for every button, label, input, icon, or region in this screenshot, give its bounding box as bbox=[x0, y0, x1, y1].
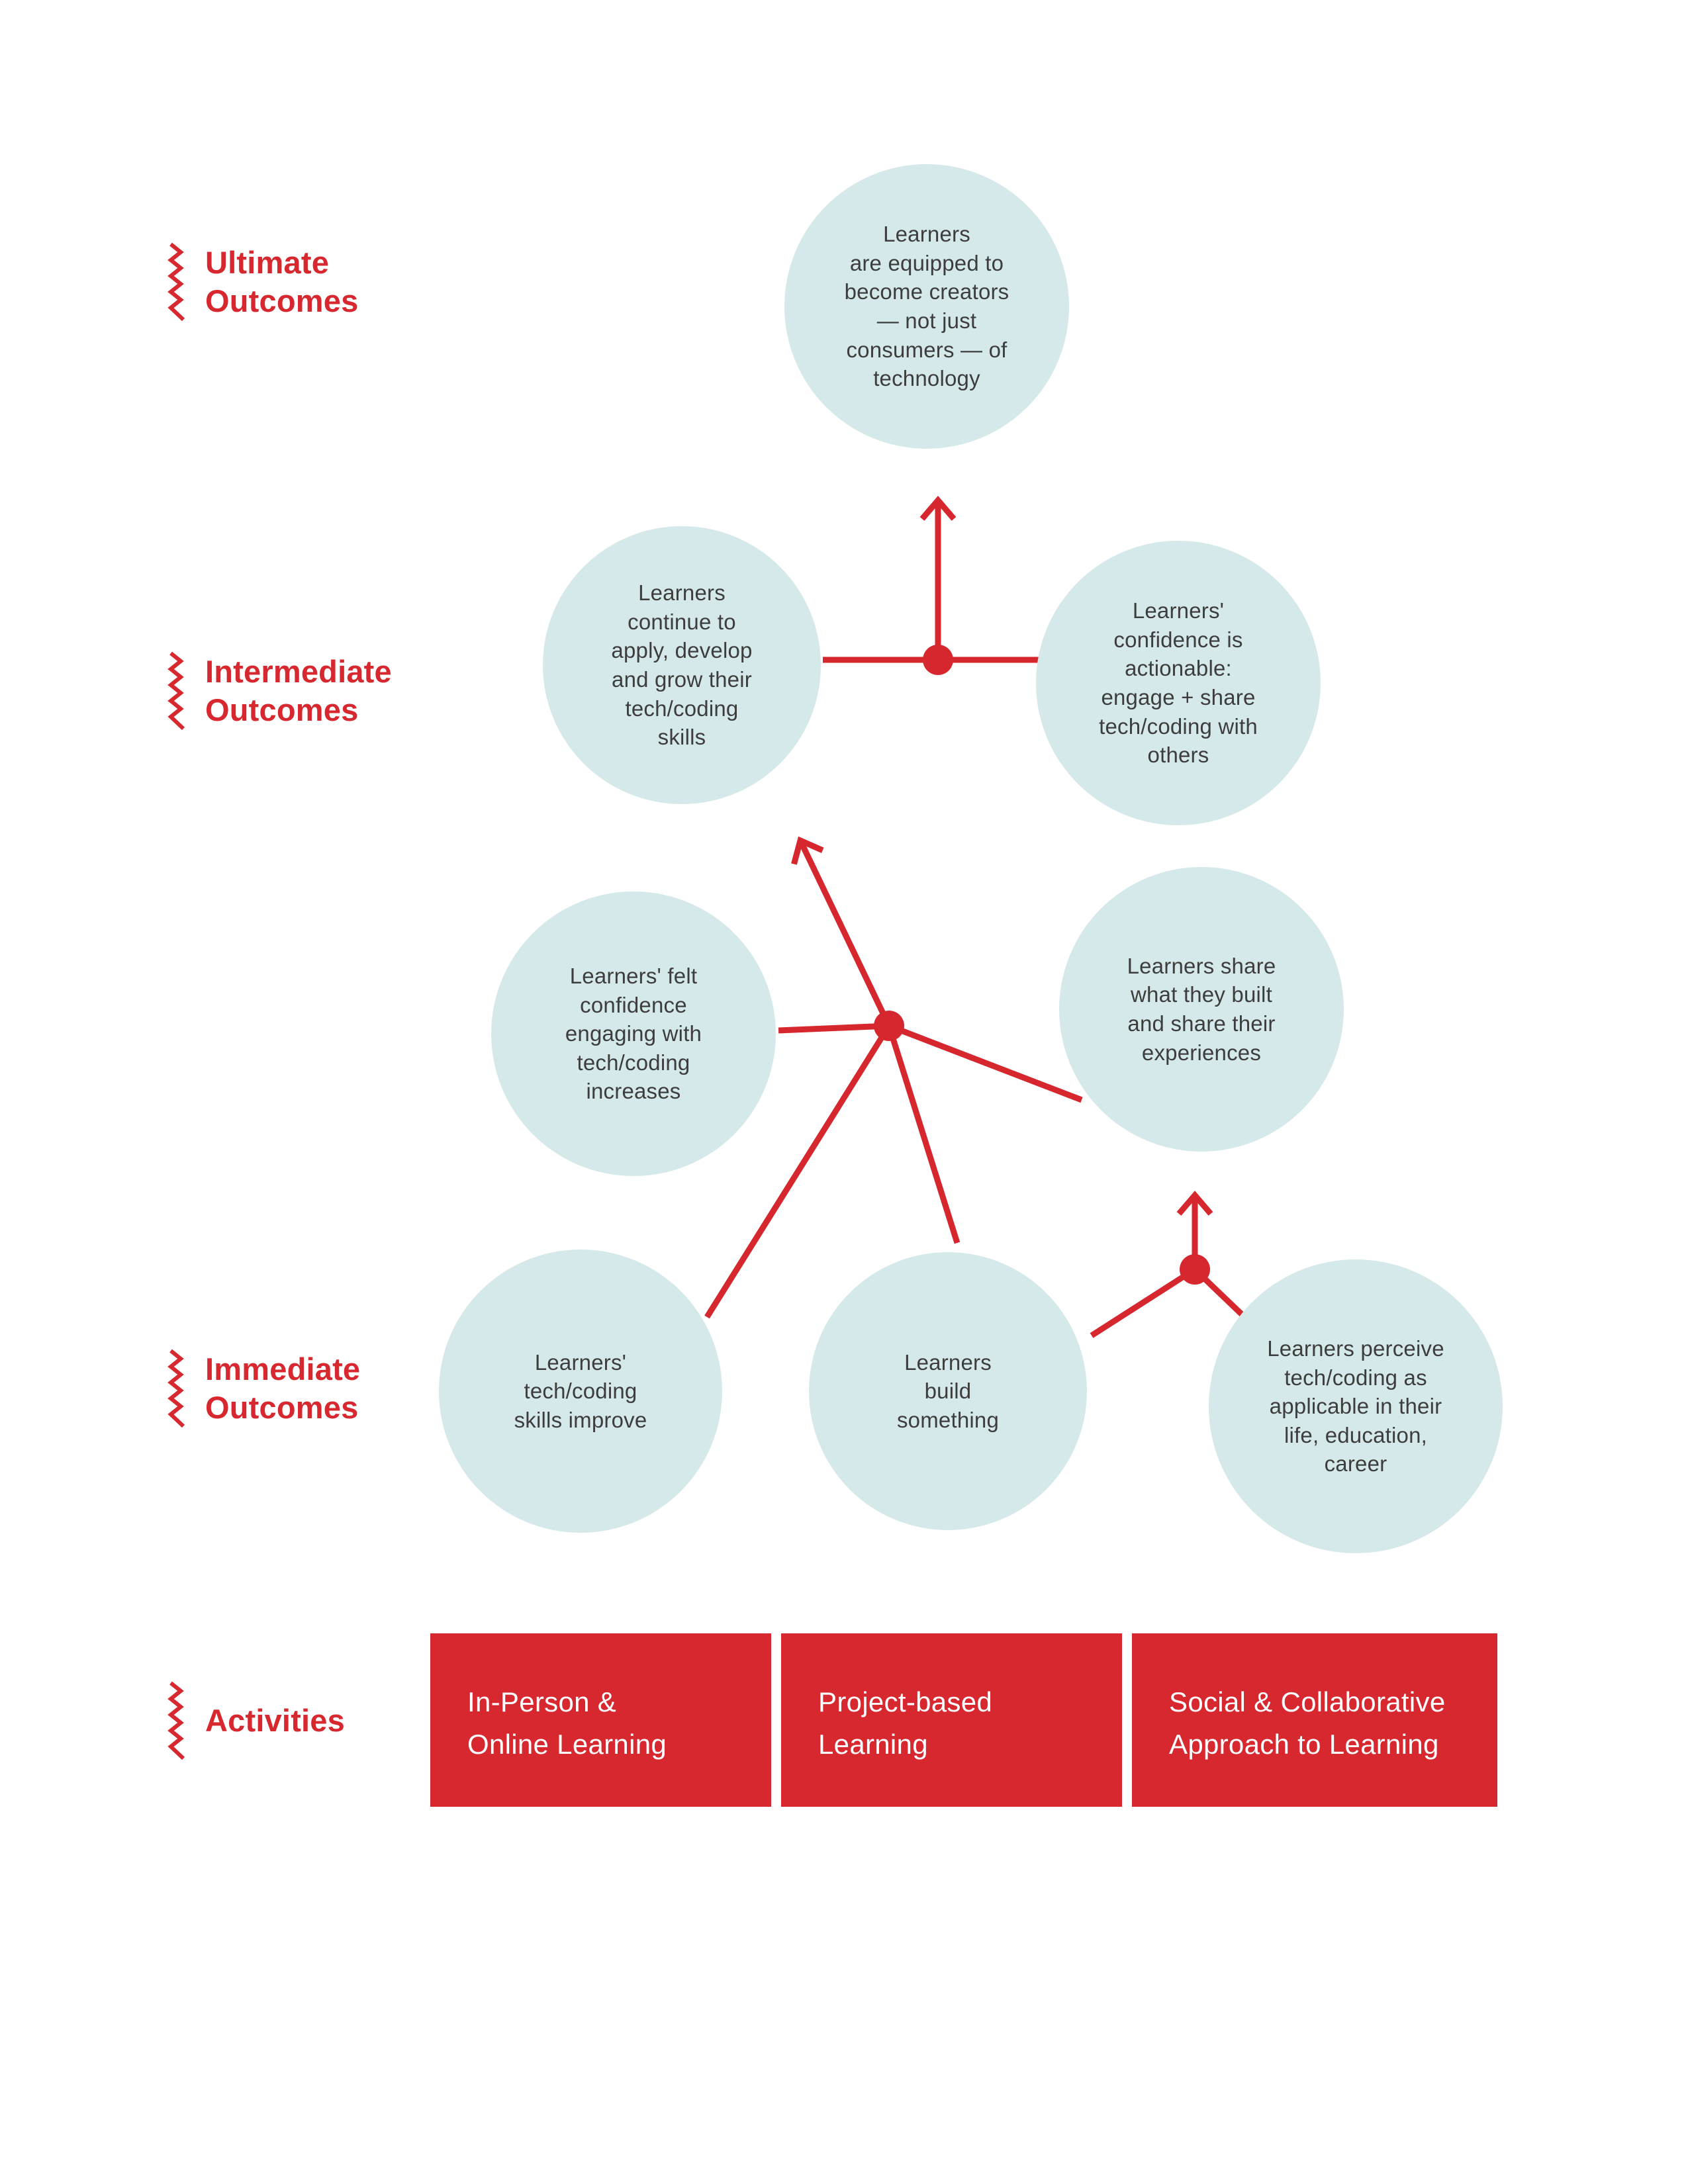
circle-confidence-actionable: Learners' confidence is actionable: enga… bbox=[1036, 541, 1321, 825]
junction-dot-intermediate bbox=[923, 645, 953, 675]
row-label-immediate-outcomes: Immediate Outcomes bbox=[165, 1349, 360, 1428]
circle-perceive-applicable: Learners perceive tech/coding as applica… bbox=[1209, 1259, 1503, 1553]
link-build-something bbox=[886, 1024, 961, 1244]
link-build-to-junction bbox=[1090, 1267, 1197, 1338]
row-label-intermediate-outcomes: Intermediate Outcomes bbox=[165, 651, 392, 731]
circle-share-built: Learners share what they built and share… bbox=[1059, 867, 1344, 1152]
link-felt-confidence bbox=[778, 1023, 890, 1034]
arrow-immediate-to-continue bbox=[791, 836, 892, 1027]
circle-felt-confidence: Learners' felt confidence engaging with … bbox=[491, 891, 776, 1176]
squiggle-icon bbox=[167, 651, 185, 731]
label-intermediate-outcomes: Intermediate Outcomes bbox=[205, 654, 392, 727]
squiggle-icon bbox=[167, 242, 185, 322]
row-label-activities: Activities bbox=[165, 1681, 345, 1760]
activity-box-social-collaborative: Social & Collaborative Approach to Learn… bbox=[1132, 1633, 1497, 1807]
activity-box-project-based: Project-based Learning bbox=[781, 1633, 1122, 1807]
squiggle-icon bbox=[167, 1349, 185, 1428]
junction-dot-center bbox=[874, 1011, 904, 1041]
label-immediate-outcomes: Immediate Outcomes bbox=[205, 1351, 361, 1425]
circle-skills-improve: Learners' tech/coding skills improve bbox=[439, 1250, 722, 1533]
activity-box-in-person-online: In-Person & Online Learning bbox=[430, 1633, 771, 1807]
link-share-built bbox=[888, 1023, 1083, 1103]
circle-build-something: Learners build something bbox=[809, 1252, 1087, 1530]
link-skills-improve bbox=[704, 1024, 892, 1319]
circle-ultimate-outcome: Learners are equipped to become creators… bbox=[784, 164, 1069, 449]
squiggle-icon bbox=[167, 1681, 185, 1760]
row-label-ultimate-outcomes: Ultimate Outcomes bbox=[165, 242, 358, 322]
junction-dot-right bbox=[1180, 1254, 1210, 1285]
label-ultimate-outcomes: Ultimate Outcomes bbox=[205, 245, 359, 318]
label-activities: Activities bbox=[205, 1703, 345, 1738]
circle-continue-grow-skills: Learners continue to apply, develop and … bbox=[543, 526, 821, 804]
